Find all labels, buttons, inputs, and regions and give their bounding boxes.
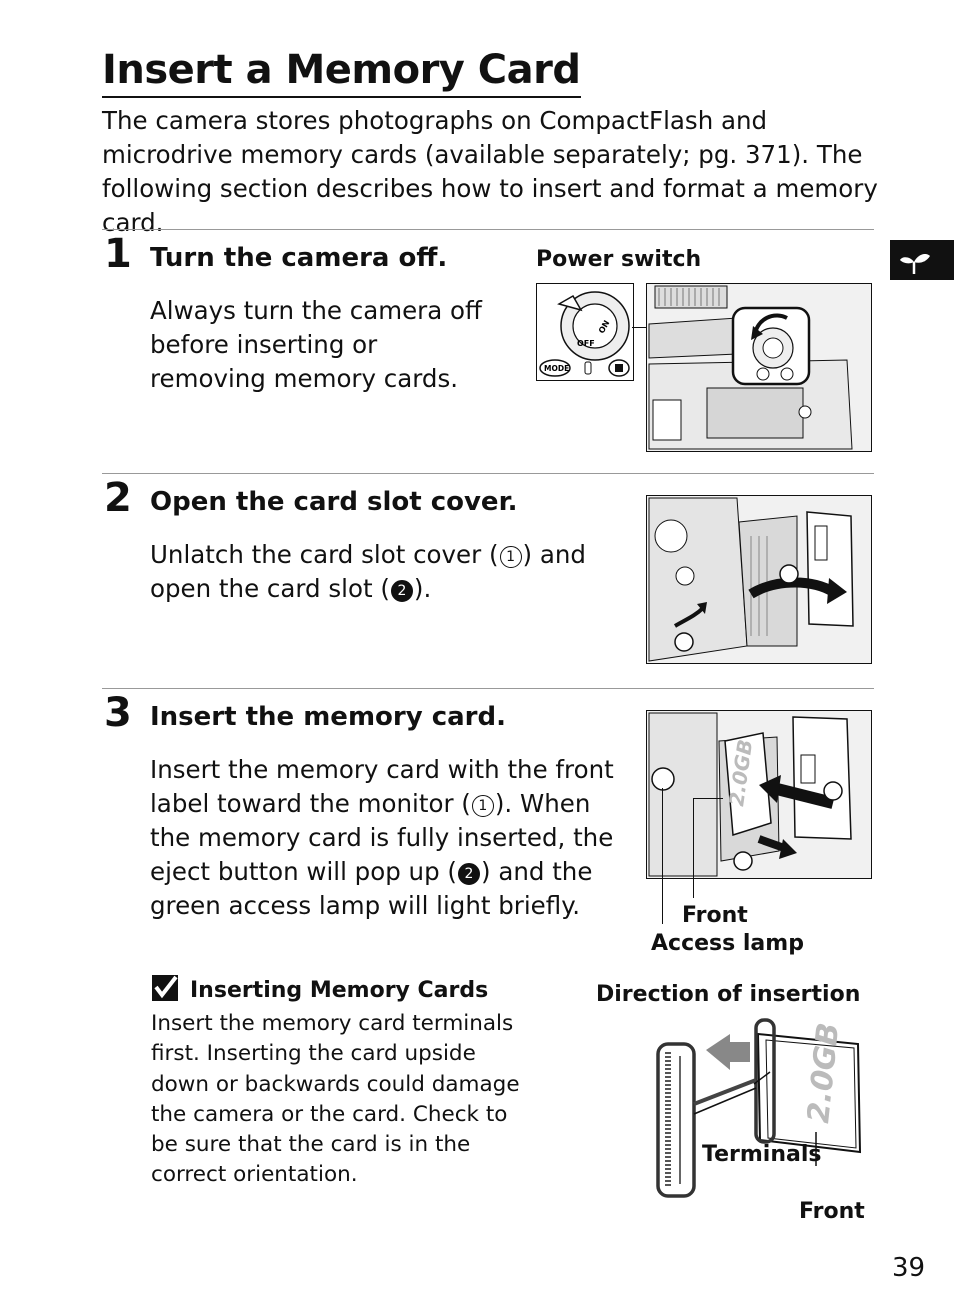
step-body: Always turn the camera off before insert… <box>150 296 482 393</box>
page-title: Insert a Memory Card <box>102 44 581 98</box>
card-insert-figure: 2.0GB <box>646 710 872 879</box>
marker-2: 2 <box>457 863 480 885</box>
figure-label: Direction of insertion <box>596 982 861 1007</box>
step-title: Turn the camera off. <box>150 243 448 273</box>
access-lamp-callout: Access lamp <box>651 931 804 956</box>
card-insert-illustration: 2.0GB <box>648 712 852 877</box>
camera-top-figure <box>646 283 872 452</box>
step-title: Open the card slot cover. <box>150 487 518 517</box>
body-text: ). <box>413 574 432 603</box>
divider <box>102 688 874 689</box>
divider <box>102 229 874 230</box>
front-callout: Front <box>682 903 748 928</box>
power-switch-closeup: OFF ON MODE <box>536 283 634 381</box>
sprout-icon <box>900 254 930 274</box>
divider <box>102 473 874 474</box>
step-title: Insert the memory card. <box>150 702 506 732</box>
body-text: ). When the memory card is fully inserte… <box>150 789 614 886</box>
insertion-diagram: 2.0GB <box>656 1018 862 1198</box>
power-switch-illustration: OFF ON MODE <box>539 291 630 377</box>
mode-label: MODE <box>544 364 569 373</box>
section-tab <box>890 240 954 280</box>
figure-label: Power switch <box>536 247 702 272</box>
note-body: Insert the memory card terminals first. … <box>151 1011 520 1188</box>
card-slot-illustration <box>648 497 854 662</box>
check-icon <box>152 975 178 1001</box>
step-body: Insert the memory card with the front la… <box>150 753 630 923</box>
marker-1: 1 <box>499 546 522 568</box>
insertion-figure: 2.0GB <box>650 1016 870 1206</box>
leader-line <box>662 788 663 924</box>
body-text: ) and open the card slot ( <box>150 540 586 603</box>
marker-2: 2 <box>390 580 413 602</box>
body-text: ) and the green access lamp will light b… <box>150 857 593 920</box>
leader-line <box>693 798 694 898</box>
step-number: 3 <box>104 690 132 736</box>
leader-line <box>693 798 723 799</box>
body-text: Insert the memory card with the front la… <box>150 755 614 818</box>
terminals-callout: Terminals <box>702 1142 822 1167</box>
marker-1: 1 <box>471 795 494 817</box>
card-slot-figure <box>646 495 872 664</box>
body-text: Unlatch the card slot cover ( <box>150 540 499 569</box>
page-number: 39 <box>892 1253 926 1283</box>
note-title: Inserting Memory Cards <box>190 978 489 1003</box>
step-body: Unlatch the card slot cover (1) and open… <box>150 538 630 606</box>
intro-paragraph: The camera stores photographs on Compact… <box>102 106 878 237</box>
camera-back-illustration <box>648 285 853 450</box>
step-number: 1 <box>104 231 132 277</box>
step-number: 2 <box>104 475 132 521</box>
off-label: OFF <box>577 339 595 348</box>
front-callout: Front <box>799 1199 865 1224</box>
checkmark-icon <box>154 975 178 999</box>
